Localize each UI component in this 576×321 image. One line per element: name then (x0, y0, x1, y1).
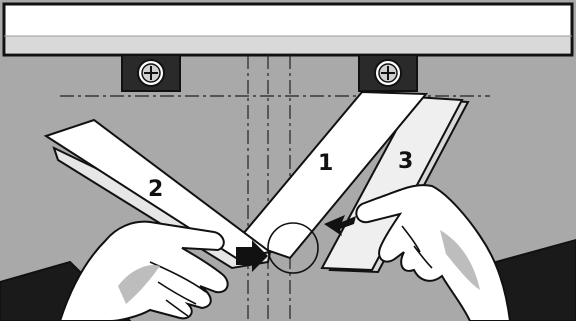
panel-label-1: 1 (318, 151, 333, 176)
bracket-left (121, 54, 181, 92)
joint-highlight-circle (267, 222, 319, 274)
top-rail (2, 2, 574, 57)
phillips-screw-icon (374, 59, 402, 87)
arrow-icon (236, 240, 268, 272)
panel-label-2: 2 (148, 177, 163, 202)
arrow-icon (324, 215, 356, 236)
panel-1: 1 (236, 90, 429, 260)
bracket-right (358, 54, 418, 92)
left-hand (0, 220, 229, 321)
phillips-screw-icon (137, 59, 165, 87)
panel-label-3: 3 (398, 149, 413, 174)
right-hand (355, 184, 576, 321)
panel-3: 3 (320, 95, 470, 274)
